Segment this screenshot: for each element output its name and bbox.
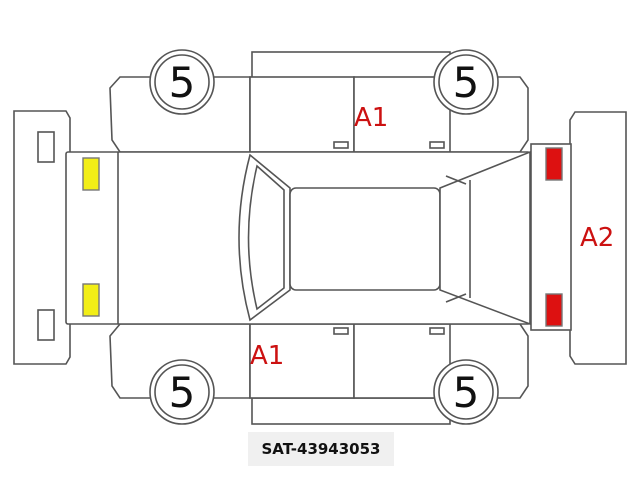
top-roof-edge (251, 51, 451, 79)
rear-right-lamp (545, 293, 563, 327)
damage-mark-bottom-door: A1 (250, 341, 284, 371)
front-right-lamp (82, 283, 100, 317)
front-bumper (13, 110, 71, 365)
car-body-top-view (65, 150, 531, 326)
top-front-door (249, 76, 355, 153)
roof (289, 187, 441, 291)
vehicle-code-label: SAT-43943053 (248, 432, 394, 466)
tire-front-bottom-grade: 5 (169, 368, 196, 417)
top-rear-door (353, 76, 451, 153)
bottom-roof-edge (251, 397, 451, 425)
tire-front-top: 5 (149, 49, 215, 115)
front-left-lamp (82, 157, 100, 191)
tire-rear-top-grade: 5 (453, 58, 480, 107)
top-side-panel (109, 51, 529, 153)
tire-front-top-grade: 5 (169, 58, 196, 107)
rear-window (439, 150, 531, 326)
tire-rear-bottom-grade: 5 (453, 368, 480, 417)
tire-rear-bottom: 5 (433, 359, 499, 425)
damage-mark-rear-bumper: A2 (580, 223, 614, 253)
rear-left-lamp (545, 147, 563, 181)
damage-mark-top-door: A1 (354, 103, 388, 133)
rear-bumper (569, 111, 627, 365)
tire-front-bottom: 5 (149, 359, 215, 425)
tire-rear-top: 5 (433, 49, 499, 115)
